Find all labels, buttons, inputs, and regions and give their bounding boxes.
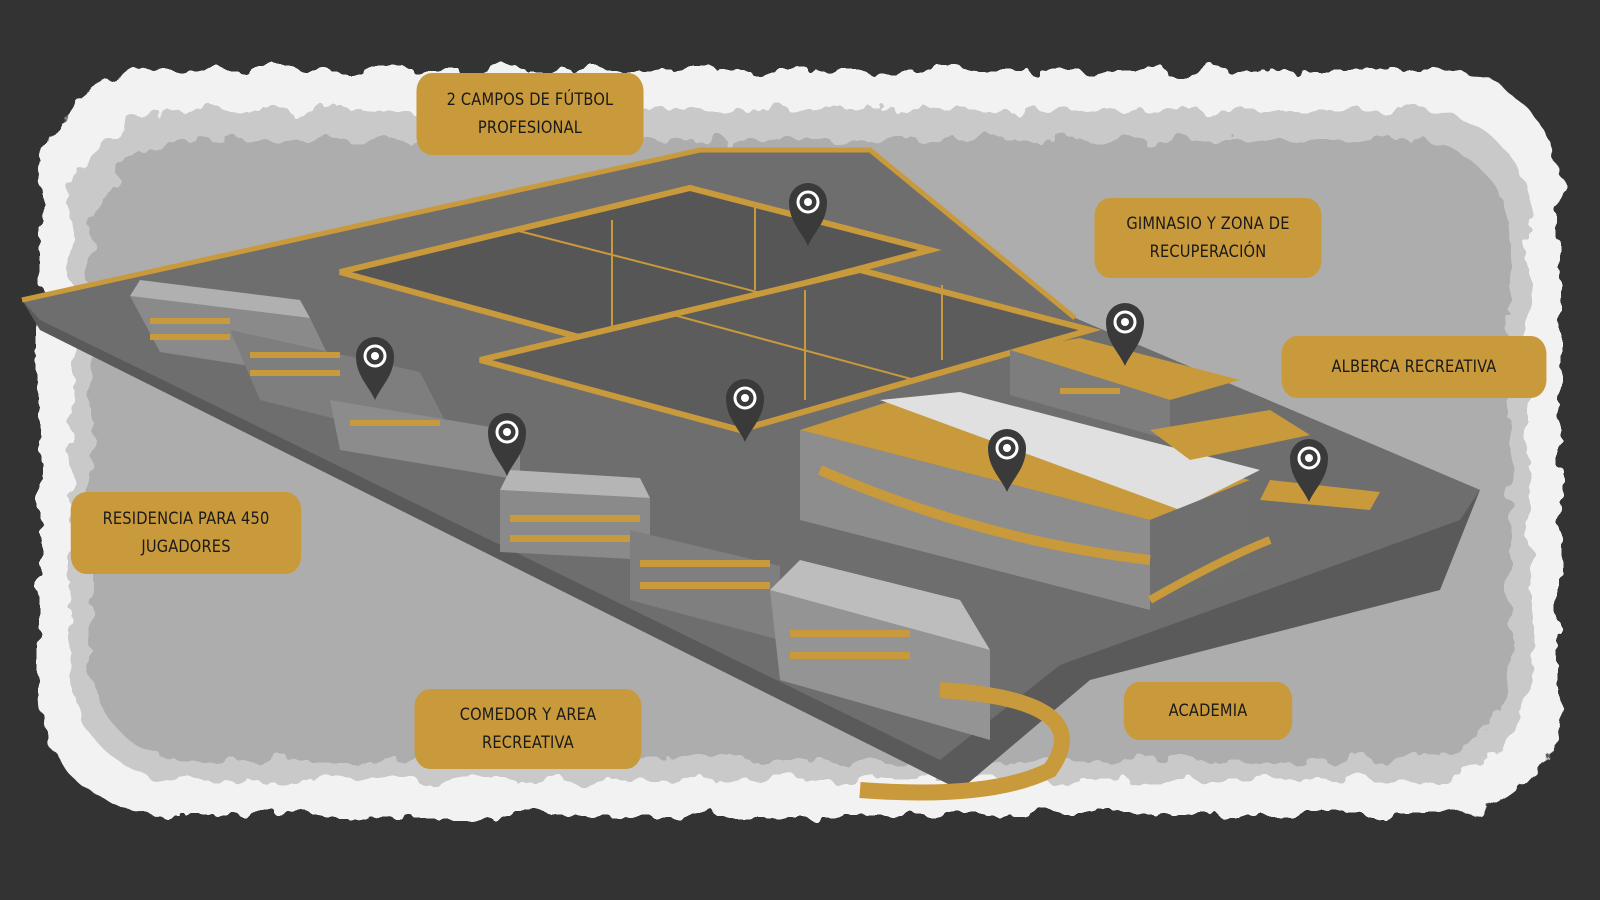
soccer-fields	[339, 184, 1102, 434]
map-pin-icon	[488, 413, 526, 476]
label-line: ALBERCA RECREATIVA	[1331, 357, 1497, 377]
campus-base	[21, 147, 1480, 790]
map-pin-icon	[789, 183, 827, 246]
label-comedor: COMEDOR Y AREA RECREATIVA	[414, 689, 642, 769]
map-pin-icon	[1290, 439, 1328, 502]
label-gimnasio: GIMNASIO Y ZONA DE RECUPERACIÓN	[1094, 198, 1322, 278]
map-pin-icon	[1106, 303, 1144, 366]
gym-building	[1010, 338, 1240, 440]
label-academia: ACADEMIA	[1123, 682, 1293, 740]
map-pin-icon	[726, 379, 764, 442]
academy-building	[800, 392, 1272, 610]
label-campos-futbol: 2 CAMPOS DE FÚTBOL PROFESIONAL	[416, 73, 644, 155]
map-pin-icon	[988, 429, 1026, 492]
map-pins	[356, 183, 1328, 502]
label-line: GIMNASIO Y ZONA DE	[1126, 214, 1290, 234]
label-line: COMEDOR Y AREA	[459, 705, 597, 725]
label-line: JUGADORES	[141, 537, 231, 557]
residence-buildings	[130, 280, 520, 480]
map-pin-icon	[356, 337, 394, 400]
label-line: ACADEMIA	[1168, 701, 1248, 721]
pool-area	[1150, 410, 1380, 510]
label-line: 2 CAMPOS DE FÚTBOL	[446, 90, 614, 110]
label-line: RESIDENCIA PARA 450	[102, 509, 270, 529]
label-line: PROFESIONAL	[477, 118, 583, 138]
label-line: RECUPERACIÓN	[1149, 242, 1267, 262]
label-alberca: ALBERCA RECREATIVA	[1281, 336, 1547, 398]
label-line: RECREATIVA	[482, 733, 574, 753]
dining-buildings	[500, 470, 1070, 801]
